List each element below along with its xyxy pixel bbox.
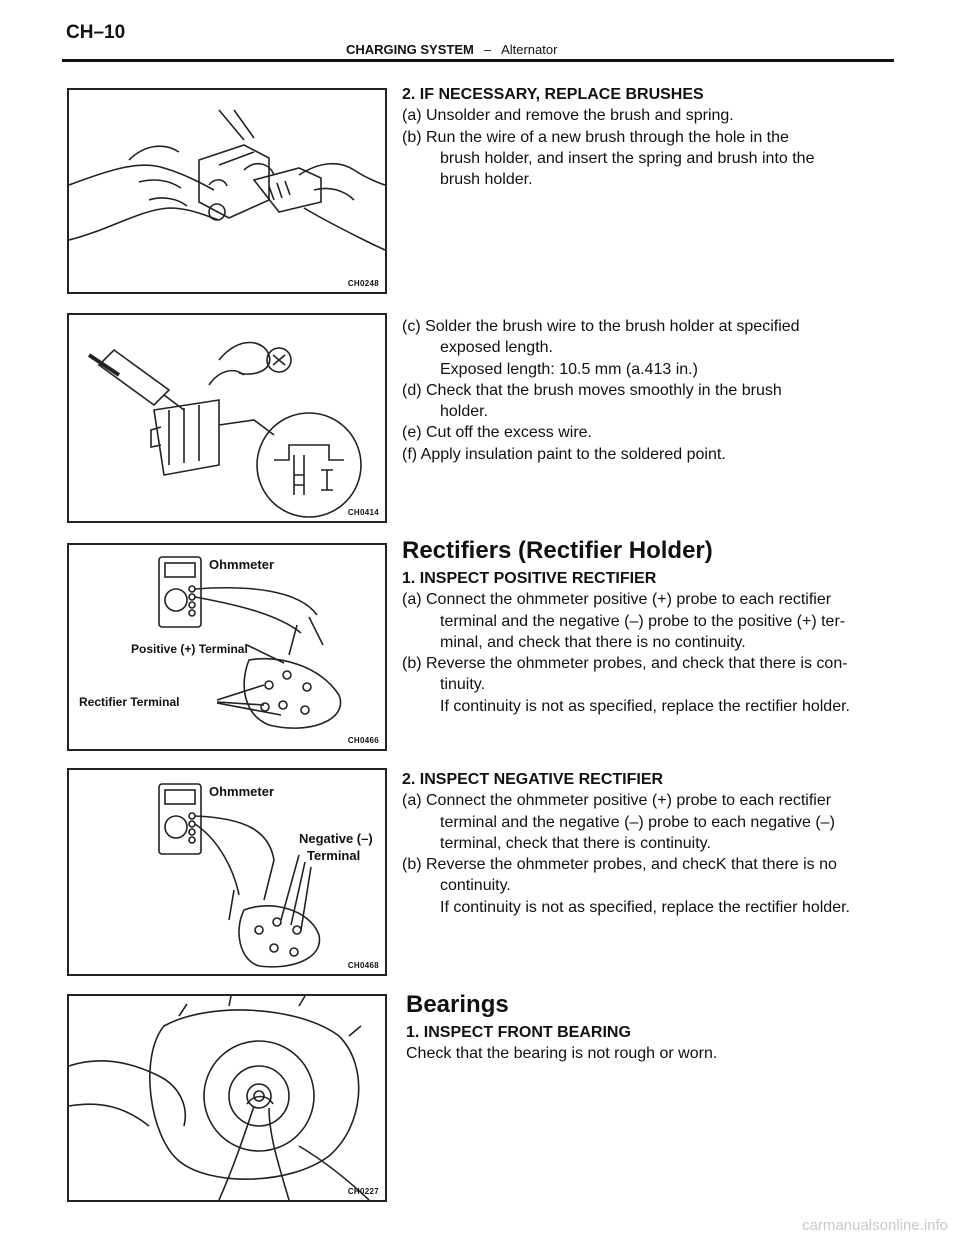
positive-rectifier-illustration [158,556,342,729]
step-text: (b) Run the wire of a new brush through … [402,128,789,146]
section-replace-brushes: 2. IF NECESSARY, REPLACE BRUSHES (a) Uns… [402,84,876,190]
step-text: terminal, check that there is continuity… [440,834,711,852]
section-bearings: Bearings 1. INSPECT FRONT BEARING Check … [406,990,880,1065]
brush-illustration [69,109,385,251]
label-negative-line2: Terminal [307,848,361,863]
section-heading: Rectifiers (Rectifier Holder) [402,537,713,564]
step-text: brush holder, and insert the spring and … [440,149,815,167]
label-rectifier-terminal: Rectifier Terminal [79,695,180,709]
step-text: (a) Unsolder and remove the brush and sp… [402,107,734,125]
step-text: (c) Solder the brush wire to the brush h… [402,318,800,335]
step-text: (b) Reverse the ohmmeter probes, and che… [402,655,848,673]
header-separator: – [483,42,492,57]
step-text: (f) Apply insulation paint to the solder… [402,445,726,463]
step-text: minal, and check that there is no contin… [440,633,746,651]
label-positive-terminal: Positive (+) Terminal [131,642,248,656]
figure-brush-replacement: CH0248 [67,88,387,294]
step-text: (a) Connect the ohmmeter positive (+) pr… [402,591,832,609]
step-text: exposed length. [440,339,553,357]
label-negative-terminal: Negative (–) Terminal [299,830,373,864]
page-number: CH–10 [66,22,126,43]
label-negative-line1: Negative (–) [299,831,373,846]
figure-soldering: CH0414 [67,313,387,523]
section-heading: Bearings [406,991,509,1018]
subheading: 1. INSPECT FRONT BEARING [406,1024,631,1041]
step-text: brush holder. [440,171,533,189]
figure-bearing: CH0227 [67,994,387,1202]
step-text: terminal and the negative (–) probe to t… [440,612,846,630]
negative-rectifier-illustration [158,783,321,968]
step-text: tinuity. [440,676,486,694]
step-text: If continuity is not as specified, repla… [440,898,850,916]
step-text: (a) Connect the ohmmeter positive (+) pr… [402,792,832,810]
step-text: If continuity is not as specified, repla… [440,697,850,715]
step-text: (b) Reverse the ohmmeter probes, and che… [402,856,837,874]
step-text: (e) Cut off the excess wire. [402,424,592,442]
subheading: 2. INSPECT NEGATIVE RECTIFIER [402,771,664,788]
label-ohmmeter: Ohmmeter [209,557,275,572]
figure-negative-rectifier: Ohmmeter Negative (–) Terminal CH0468 [67,768,387,976]
header-section: CHARGING SYSTEM [346,42,474,57]
soldering-illustration [87,341,362,518]
step-text: holder. [440,403,489,421]
header-rule [62,59,894,62]
figure-code: CH0468 [347,961,379,970]
header-subsection: Alternator [501,42,558,57]
step-text: terminal and the negative (–) probe to e… [440,813,835,831]
step-text: (d) Check that the brush moves smoothly … [402,381,782,399]
figure-code: CH0248 [347,279,379,288]
section-negative-rectifier: 2. INSPECT NEGATIVE RECTIFIER (a) Connec… [402,769,876,918]
section-rectifiers: Rectifiers (Rectifier Holder) 1. INSPECT… [402,536,876,717]
section-solder-brush: (c) Solder the brush wire to the brush h… [402,316,876,465]
subheading: 1. INSPECT POSITIVE RECTIFIER [402,570,657,587]
figure-code: CH0466 [347,736,379,745]
running-header: CHARGING SYSTEM–Alternator [346,42,557,57]
bearing-illustration [69,996,370,1200]
label-ohmmeter: Ohmmeter [209,784,275,799]
watermark: carmanualsonline.info [802,1217,948,1234]
step-text: Check that the bearing is not rough or w… [406,1045,718,1063]
subheading: 2. IF NECESSARY, REPLACE BRUSHES [402,86,704,103]
figure-code: CH0414 [347,508,379,517]
figure-positive-rectifier: Ohmmeter Positive (+) Terminal Rectifier… [67,543,387,751]
spec-text: Exposed length: 10.5 mm (a.413 in.) [440,360,698,378]
figure-code: CH0227 [347,1187,379,1196]
step-text: continuity. [440,877,511,895]
